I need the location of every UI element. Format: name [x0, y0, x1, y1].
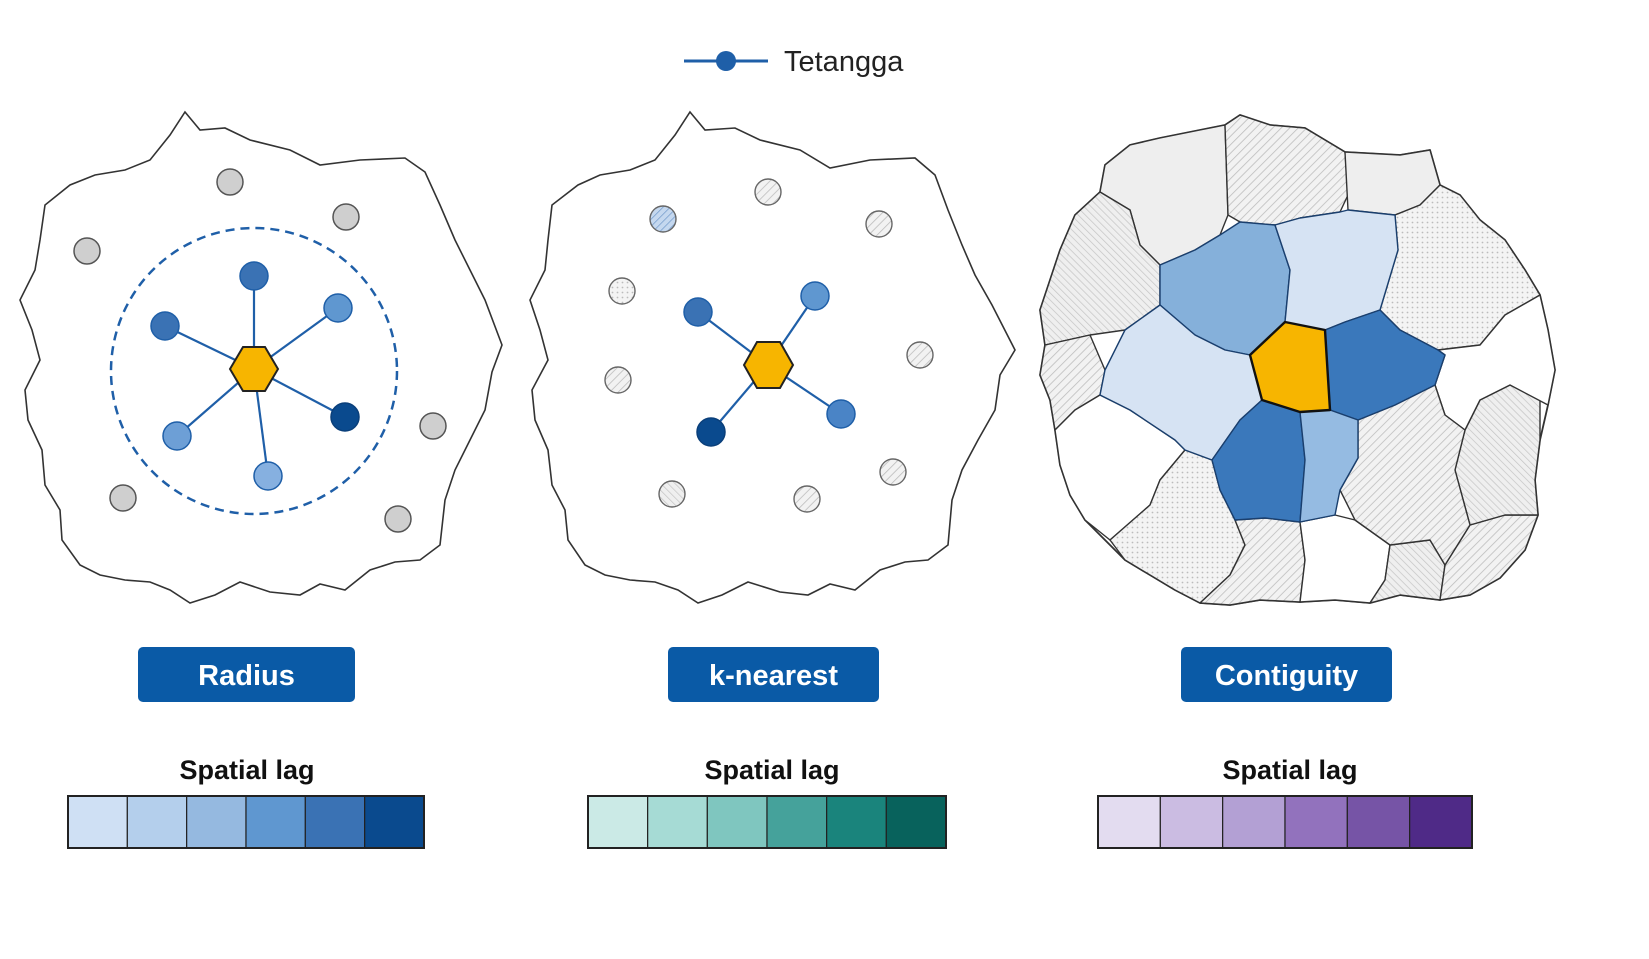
- neighbor-region: [1299, 409, 1359, 523]
- contiguity-button-label: Contiguity: [1215, 660, 1358, 692]
- region: [1224, 114, 1349, 226]
- focal-hexagon: [742, 341, 795, 389]
- contiguity-button[interactable]: Contiguity: [1181, 647, 1392, 702]
- scale-swatch: [304, 795, 366, 849]
- neighbor-node: [239, 261, 269, 291]
- scale-swatch: [885, 795, 947, 849]
- radius-button-label: Radius: [198, 660, 295, 692]
- knearest-color-scale: [587, 795, 947, 849]
- neighbor-node: [696, 417, 726, 447]
- neighbor-node: [150, 311, 180, 341]
- knearest-lag-title: Spatial lag: [704, 755, 839, 785]
- legend-node-icon: [716, 51, 736, 71]
- legend-label: Tetangga: [784, 46, 904, 78]
- knearest-button-label: k-nearest: [709, 660, 838, 692]
- neighbor-node: [323, 293, 353, 323]
- scale-swatch: [1097, 795, 1161, 849]
- scale-swatch: [245, 795, 306, 849]
- radius-lag-title: Spatial lag: [179, 755, 314, 785]
- scale-swatch: [1409, 795, 1473, 849]
- scale-swatch: [1346, 795, 1411, 849]
- scale-swatch: [67, 795, 128, 849]
- non-neighbor-points: [73, 168, 447, 533]
- neighbor-node: [683, 297, 713, 327]
- neighbor-node: [826, 399, 856, 429]
- radius-button[interactable]: Radius: [138, 647, 355, 702]
- radius-panel: [19, 110, 503, 604]
- radius-color-scale: [67, 795, 425, 849]
- contiguity-lag-title: Spatial lag: [1222, 755, 1357, 785]
- neighbor-node: [253, 461, 283, 491]
- scale-swatch: [587, 795, 649, 849]
- neighbor-node: [800, 281, 830, 311]
- region: [1339, 384, 1471, 566]
- search-radius-circle: [109, 226, 399, 516]
- neighbor-node: [162, 421, 192, 451]
- neighbor-node: [330, 402, 360, 432]
- scale-frame: [1097, 795, 1473, 849]
- knearest-button[interactable]: k-nearest: [668, 647, 879, 702]
- focal-region: [1248, 320, 1332, 414]
- knearest-panel: [529, 110, 1016, 604]
- scale-frame: [67, 795, 425, 849]
- focal-hexagon: [228, 346, 280, 392]
- scale-swatch: [1222, 795, 1286, 849]
- scale-swatch: [126, 795, 188, 849]
- scale-swatch: [364, 795, 425, 849]
- scale-swatch: [706, 795, 768, 849]
- scale-swatch: [826, 795, 887, 849]
- scale-swatch: [1284, 795, 1348, 849]
- non-neighbor-points: [604, 178, 934, 513]
- scale-swatch: [647, 795, 708, 849]
- neighbor-region: [1274, 209, 1399, 331]
- scale-swatch: [186, 795, 247, 849]
- contiguity-color-scale: [1097, 795, 1473, 849]
- scale-swatch: [1159, 795, 1224, 849]
- scale-frame: [587, 795, 947, 849]
- scale-swatch: [766, 795, 828, 849]
- legend: Tetangga: [684, 46, 904, 78]
- contiguity-panel: [1039, 114, 1556, 606]
